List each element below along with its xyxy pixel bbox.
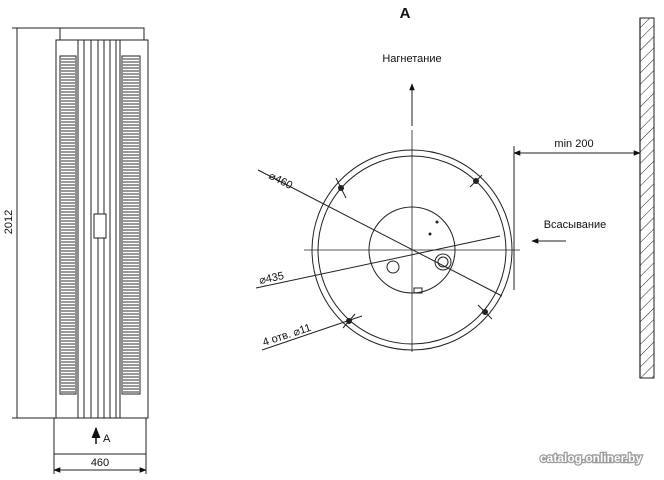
- holes-leader: [261, 315, 363, 351]
- discharge-label: Нагнетание: [382, 53, 441, 65]
- wall: [639, 17, 655, 379]
- width-dimension-label: 460: [91, 457, 109, 469]
- outer-diameter-label: ⌀460: [267, 170, 295, 192]
- outlet-hole-left: [386, 260, 400, 274]
- inner-diameter-label: ⌀435: [258, 270, 285, 287]
- motor-circle: [368, 206, 456, 294]
- outer-circle: [311, 149, 513, 351]
- inner-circle: [317, 155, 507, 345]
- outer-diameter-leader: [257, 169, 503, 297]
- right-grille: [121, 55, 141, 395]
- watermark: catalog.onliner.by: [540, 451, 642, 465]
- height-dimension-label: 2012: [3, 210, 15, 234]
- clearance-label: min 200: [554, 138, 593, 150]
- outlet-hole-right: [434, 253, 452, 271]
- left-grille: [59, 55, 77, 395]
- height-dimension: 2012: [3, 27, 60, 419]
- side-view: 2012 А 460: [3, 27, 149, 474]
- intake-label: Всасывание: [544, 219, 607, 231]
- holes-label: 4 отв. ⌀11: [261, 322, 312, 349]
- curtain-base: А: [53, 417, 147, 455]
- mounting-holes: [338, 178, 488, 324]
- inner-diameter-leader: [255, 235, 501, 289]
- width-dimension: 460: [53, 454, 147, 474]
- top-view: Нагнетание ⌀460 ⌀435 4 отв. ⌀11: [255, 17, 655, 379]
- view-arrow-label: А: [103, 433, 111, 445]
- view-a-title: А: [400, 5, 411, 22]
- clearance-dimension: min 200: [513, 138, 641, 290]
- curtain-body: [55, 27, 149, 419]
